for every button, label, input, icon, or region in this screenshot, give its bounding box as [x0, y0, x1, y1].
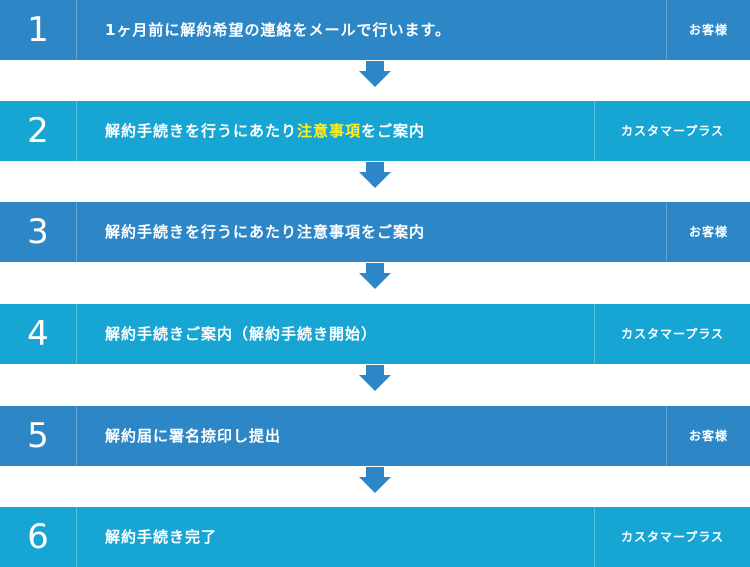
- step-label-text: をご案内: [361, 122, 426, 140]
- down-arrow-icon: [359, 162, 391, 188]
- step-4: 4 解約手続きご案内（解約手続き開始） カスタマープラス: [0, 304, 750, 364]
- step-label-text: 解約手続きを行うにあたり: [105, 122, 298, 140]
- down-arrow-icon: [359, 365, 391, 391]
- step-1: 1 1ヶ月前に解約希望の連絡をメールで行います。 お客様: [0, 0, 750, 60]
- step-actor: お客様: [688, 429, 728, 443]
- divider: [76, 202, 77, 262]
- divider: [594, 507, 595, 567]
- divider: [594, 101, 595, 161]
- step-number: 4: [27, 314, 49, 354]
- step-label: 解約届に署名捺印し提出: [105, 406, 281, 466]
- step-number: 1: [27, 10, 49, 50]
- step-2: 2 解約手続きを行うにあたり注意事項をご案内 カスタマープラス: [0, 101, 750, 161]
- step-actor: お客様: [688, 23, 728, 37]
- divider: [666, 0, 667, 60]
- step-label-text: 解約手続きを行うにあたり注意事項をご案内: [105, 223, 426, 241]
- step-label-text: 解約届に署名捺印し提出: [105, 427, 282, 445]
- divider: [76, 0, 77, 60]
- divider: [666, 202, 667, 262]
- step-actor: カスタマープラス: [620, 124, 725, 138]
- step-actor: カスタマープラス: [620, 327, 725, 341]
- step-actor: カスタマープラス: [620, 530, 725, 544]
- step-label: 解約手続きを行うにあたり注意事項をご案内: [105, 202, 425, 262]
- divider: [76, 507, 77, 567]
- step-label: 解約手続き完了: [105, 507, 217, 567]
- down-arrow-icon: [359, 61, 391, 87]
- divider: [76, 304, 77, 364]
- step-number: 6: [27, 517, 49, 557]
- divider: [76, 406, 77, 466]
- step-label-text: 1ヶ月前に解約希望の連絡をメールで行います。: [105, 21, 451, 39]
- step-number: 3: [27, 212, 49, 252]
- step-label-text: 解約手続きご案内（解約手続き開始）: [105, 325, 378, 343]
- step-label-text: 解約手続き完了: [105, 528, 218, 546]
- divider: [76, 101, 77, 161]
- step-number: 2: [27, 111, 49, 151]
- step-5: 5 解約届に署名捺印し提出 お客様: [0, 406, 750, 466]
- step-actor: お客様: [688, 225, 728, 239]
- down-arrow-icon: [359, 263, 391, 289]
- divider: [594, 304, 595, 364]
- step-6: 6 解約手続き完了 カスタマープラス: [0, 507, 750, 567]
- step-label: 解約手続きご案内（解約手続き開始）: [105, 304, 377, 364]
- step-label: 解約手続きを行うにあたり注意事項をご案内: [105, 101, 425, 161]
- step-number: 5: [27, 416, 49, 456]
- down-arrow-icon: [359, 467, 391, 493]
- divider: [666, 406, 667, 466]
- step-label-highlight: 注意事項: [297, 122, 362, 140]
- step-label: 1ヶ月前に解約希望の連絡をメールで行います。: [105, 0, 451, 60]
- step-3: 3 解約手続きを行うにあたり注意事項をご案内 お客様: [0, 202, 750, 262]
